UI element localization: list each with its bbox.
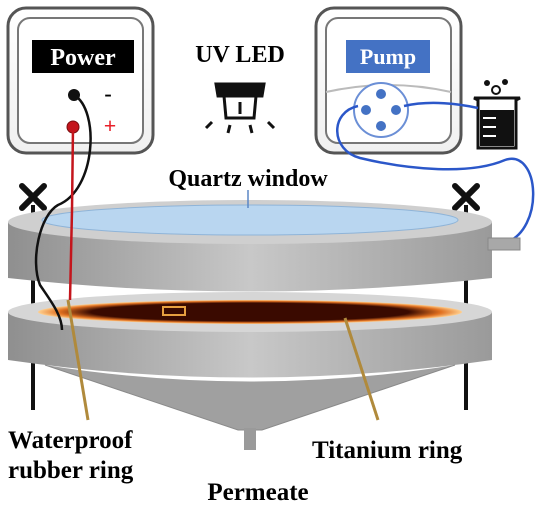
rubber-ring-pointer [66,299,90,421]
pump-rotor [353,82,409,138]
titanium-ring-pointer [343,317,380,421]
upper-reactor [8,200,521,292]
pump: Pump [314,6,463,155]
power-label-bg [32,40,134,73]
x-mark-icon [19,183,480,211]
permeate-label: Permeate [207,479,308,506]
lower-reactor [8,292,492,450]
quartz-window-label: Quartz window [168,166,328,192]
minus-sign: - [104,81,111,106]
titanium-ring-glow [38,300,462,324]
power-wires [34,93,92,331]
titanium-ring-label: Titanium ring [312,437,463,464]
pump-tubing [336,101,535,245]
power-label: Power [50,45,116,71]
outlet-nozzle [487,237,521,251]
power-supply: Power - + [6,6,155,155]
uv-led: UV LED [195,42,285,134]
waterproof-label-line2: rubber ring [8,457,134,484]
pump-label: Pump [360,44,416,69]
pump-label-bg [346,40,430,73]
uv-led-label: UV LED [195,42,285,68]
quartz-window [41,204,459,236]
led-bulb-icon [204,82,276,134]
plus-sign: + [104,113,117,138]
waterproof-label-line1: Waterproof [8,427,133,454]
beaker-icon [473,79,521,150]
